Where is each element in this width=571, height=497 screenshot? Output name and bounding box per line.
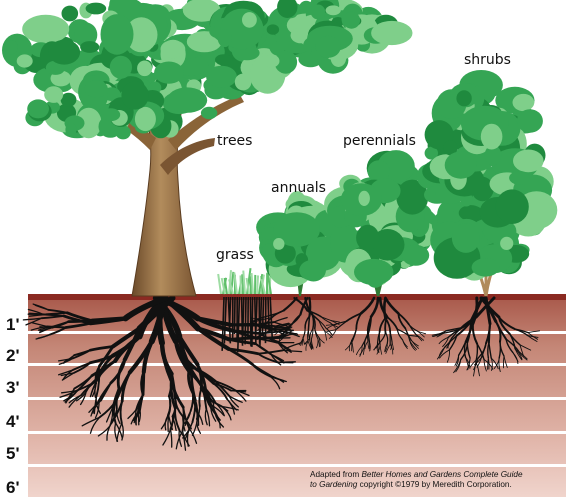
grass-illustration (218, 268, 271, 294)
grass-blade (250, 276, 251, 294)
shrubs-leaf-cluster (517, 109, 543, 133)
tree-leaf-cluster (65, 123, 76, 137)
soil-layer-line (28, 431, 566, 434)
credit-prefix: Adapted from (310, 470, 361, 479)
tree-leaf-cluster (5, 40, 18, 54)
tree-leaf-cluster (27, 99, 49, 118)
tree-leaf-cluster (101, 14, 134, 55)
tree-leaf-cluster (121, 81, 148, 109)
tree-leaf-cluster (242, 12, 257, 28)
tree-leaf-cluster (85, 80, 108, 97)
label-trees: trees (217, 133, 252, 149)
tree-leaf-cluster (201, 107, 217, 119)
shrubs-leaf-cluster (509, 171, 530, 185)
root-strand (384, 298, 385, 318)
tree-leaf-cluster (167, 87, 207, 112)
depth-label-1ft: 1' (6, 315, 20, 334)
shrubs-leaf-cluster (452, 223, 480, 253)
image-credit: Adapted from Better Homes and Gardens Co… (310, 470, 565, 490)
grass-blade (218, 274, 221, 294)
shrubs-leaf-cluster (496, 189, 529, 224)
tree-leaf-cluster (154, 62, 184, 84)
shrubs-foliage (417, 70, 558, 281)
depth-label-3ft: 3' (6, 378, 20, 397)
tree-leaf-cluster (86, 3, 107, 15)
depth-label-5ft: 5' (6, 444, 20, 463)
perennials-leaf-cluster (356, 225, 379, 251)
perennials-leaf-cluster (354, 259, 393, 285)
soil-profile (28, 294, 566, 497)
root-strand (245, 297, 246, 344)
tree-leaf-cluster (62, 6, 79, 22)
tree-leaf-cluster (17, 54, 33, 67)
tree-leaf-cluster (263, 55, 279, 68)
credit-suffix: copyright ©1979 by Meredith Corporation. (357, 480, 511, 489)
tree-leaf-cluster (215, 54, 232, 65)
tree-leaf-cluster (315, 36, 340, 58)
annuals-leaf-cluster (273, 238, 284, 250)
depth-label-6ft: 6' (6, 478, 20, 497)
root-strand (262, 297, 263, 335)
grass-blade (257, 275, 258, 294)
tree-leaf-cluster (110, 56, 132, 79)
shrubs-leaf-cluster (513, 94, 535, 111)
root-strand (143, 372, 144, 395)
root-strand (92, 318, 125, 320)
tree-leaf-cluster (206, 66, 237, 88)
tree-leaf-cluster (80, 41, 99, 53)
credit-title-line2: to Gardening (310, 480, 357, 489)
annuals-leaf-cluster (299, 260, 325, 281)
shrubs-leaf-cluster (472, 258, 500, 276)
credit-title-line1: Better Homes and Gardens Complete Guide (361, 470, 522, 479)
tree-leaf-cluster (326, 5, 341, 15)
soil-layer-line (28, 397, 566, 400)
shrubs-leaf-cluster (459, 205, 483, 221)
soil-layer-line (28, 464, 566, 467)
shrubs-leaf-cluster (513, 150, 544, 173)
tree-leaf-cluster (371, 21, 412, 45)
tree-leaf-cluster (44, 86, 63, 103)
tree-leaf-cluster (218, 29, 232, 47)
tree-leaf-cluster (235, 74, 252, 91)
root-strand (234, 297, 235, 334)
label-shrubs: shrubs (464, 52, 511, 68)
root-strand (168, 415, 169, 431)
tree-leaf-cluster (343, 12, 360, 29)
perennials-leaf-cluster (359, 191, 370, 206)
shrubs-leaf-cluster (445, 152, 477, 179)
depth-label-4ft: 4' (6, 412, 20, 431)
tree-leaf-cluster (135, 107, 156, 131)
shrubs-illustration (417, 70, 558, 296)
shrubs-leaf-cluster (456, 90, 471, 106)
root-strand (310, 298, 311, 316)
label-grass: grass (216, 247, 254, 263)
shrubs-leaf-cluster (500, 237, 513, 250)
tree-canopy (2, 0, 412, 139)
tree-leaf-cluster (48, 40, 80, 65)
tree-leaf-cluster (161, 40, 186, 58)
root-strand (40, 327, 53, 328)
depth-scale: 1' 2' 3' 4' 5' 6' (6, 315, 20, 497)
tree-leaf-cluster (137, 61, 152, 77)
shrubs-leaf-cluster (481, 124, 503, 150)
depth-label-2ft: 2' (6, 346, 20, 365)
root-strand (138, 411, 139, 425)
tree-leaf-cluster (311, 5, 326, 20)
label-perennials: perennials (343, 133, 416, 149)
tree-leaf-cluster (267, 24, 279, 34)
tree-leaf-cluster (102, 108, 121, 121)
tree-leaf-cluster (22, 15, 69, 44)
perennials-leaf-cluster (402, 245, 429, 266)
label-annuals: annuals (271, 180, 326, 196)
